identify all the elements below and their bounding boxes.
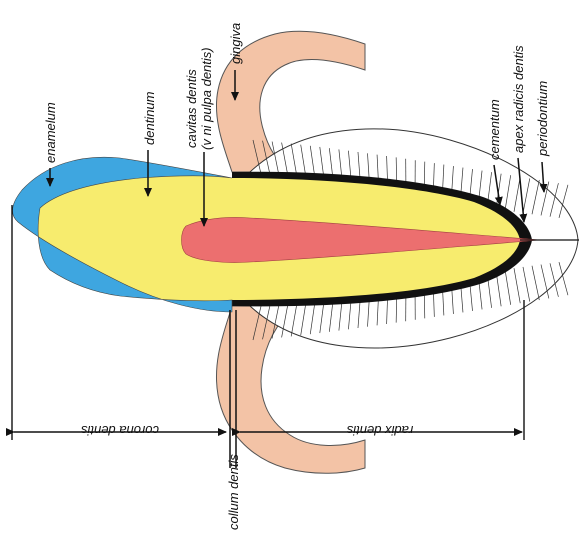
label-collum: collum dentis [226, 454, 241, 530]
label-corona: corona dentis [80, 423, 159, 438]
label-gingiva: gingiva [228, 23, 243, 64]
label-enamelum: enamelum [43, 102, 58, 163]
label-periodontium: periodontium [535, 81, 550, 157]
label-cementum: cementum [487, 99, 502, 160]
label-radix: radix dentis [346, 423, 413, 438]
label-cavitas-1: cavitas dentis [184, 69, 199, 148]
label-cavitas-2: (v ni pulpa dentis) [199, 47, 214, 150]
label-dentinum: dentinum [142, 91, 157, 145]
label-apex: apex radicis dentis [511, 45, 526, 153]
